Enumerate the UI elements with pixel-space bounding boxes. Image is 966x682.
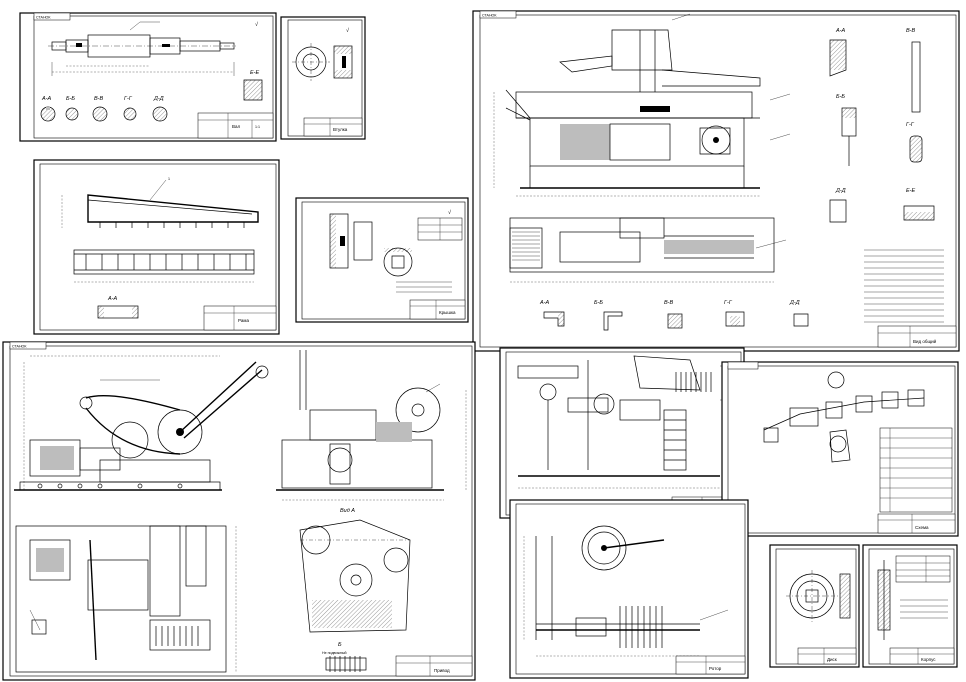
title-rotor: Ротор	[709, 666, 722, 671]
drive-side-elevation	[276, 350, 467, 501]
title-frame: Рама	[238, 318, 249, 323]
title-housing: Корпус	[921, 657, 936, 662]
gear-teeth	[329, 656, 361, 672]
drive-plan-gears	[155, 626, 199, 646]
section-dd: Д-Д	[152, 96, 168, 122]
scheme-legend-table	[879, 427, 953, 513]
svg-text:В-В: В-В	[664, 300, 674, 306]
sheet-disk: Диск	[769, 544, 860, 668]
sheet-stamp-shaft: СТАНОК	[36, 16, 51, 20]
sheet-drive: СТАНОК	[2, 341, 476, 681]
svg-text:Б-Б: Б-Б	[66, 96, 75, 102]
sheet-cutter: Механизм	[499, 347, 745, 519]
title-block-scheme: Схема	[877, 513, 956, 534]
frame-studs-top	[99, 222, 245, 228]
roughness-mark: √	[255, 21, 259, 28]
svg-text:Б-Б: Б-Б	[836, 94, 845, 100]
svg-text:Б: Б	[338, 642, 342, 648]
svg-text:Е-Е: Е-Е	[906, 188, 916, 194]
title-scheme: Схема	[915, 525, 929, 530]
drive-detail-gear: Б Не подвижный	[322, 642, 367, 672]
title-block-drive: Привод	[395, 655, 473, 677]
drive-view-a: Вид А	[299, 508, 411, 633]
sheet-scheme: Схема	[721, 361, 959, 537]
svg-text:Б-Б: Б-Б	[594, 300, 603, 306]
general-sections: А-А Б-Б В-В Г-Г Д-Д	[539, 300, 809, 331]
rotor-discs	[619, 606, 663, 648]
svg-text:СТАНОК: СТАНОК	[12, 345, 27, 349]
sheet-shaft: СТАНОК √ А-А Б-Б В-В	[19, 12, 277, 142]
sheet-general: СТАНОК	[472, 10, 960, 352]
title-shaft: Вал	[232, 124, 241, 129]
sheet-bushing: √ Втулка	[280, 16, 366, 140]
section-aa: А-А	[40, 96, 56, 122]
drive-plan	[15, 525, 237, 681]
general-tech-spec	[864, 249, 944, 323]
sheet-frame: 1	[33, 159, 280, 335]
title-block-bushing: Втулка	[303, 117, 363, 137]
svg-text:Г-Г: Г-Г	[906, 122, 915, 128]
title-block-cover: Крышка	[409, 299, 466, 320]
svg-text:Г-Г: Г-Г	[724, 300, 733, 306]
title-block-shaft: Вал 1:1	[197, 112, 274, 139]
cutter-drawing	[517, 355, 740, 489]
svg-text:Д-Д: Д-Д	[835, 188, 846, 194]
svg-text:√: √	[346, 27, 350, 34]
svg-text:Д-Д: Д-Д	[789, 300, 800, 306]
sheet-cover: √ Крышка	[295, 197, 469, 323]
view-a-label: Вид А	[340, 508, 355, 514]
svg-text:√: √	[448, 209, 452, 216]
drive-bolts	[37, 483, 183, 489]
title-drive: Привод	[434, 668, 450, 673]
svg-text:А-А: А-А	[835, 28, 846, 34]
section-bb: Б-Б	[65, 96, 79, 121]
plan-roller-lines	[512, 231, 540, 261]
svg-text:В-В: В-В	[906, 28, 916, 34]
scheme-line	[763, 371, 925, 463]
title-block-frame: Рама	[203, 305, 277, 331]
general-details-right: А-А В-В Б-Б Г-Г Д-Д Е-Е	[829, 28, 935, 223]
note-not-movable: Не подвижный	[322, 651, 346, 655]
general-plan	[509, 217, 787, 283]
cover-spec-table	[417, 217, 463, 241]
title-block-rotor: Ротор	[675, 655, 746, 675]
drive-elevation	[14, 355, 269, 491]
title-cover: Крышка	[439, 310, 456, 315]
svg-text:1: 1	[168, 177, 170, 181]
housing-spec-table	[895, 555, 951, 583]
scale-shaft: 1:1	[255, 125, 260, 129]
sheet-rotor: Ротор	[509, 499, 749, 679]
svg-text:А-А: А-А	[107, 296, 118, 302]
svg-text:Г-Г: Г-Г	[124, 96, 133, 102]
svg-text:В-В: В-В	[94, 96, 104, 102]
title-disk: Диск	[827, 657, 837, 662]
sheet-housing: Корпус	[862, 544, 958, 668]
svg-text:Д-Д: Д-Д	[153, 96, 164, 102]
section-gg: Г-Г	[123, 96, 137, 121]
svg-text:Е-Е: Е-Е	[250, 70, 260, 76]
cutter-blades	[664, 419, 686, 461]
svg-text:СТАНОК: СТАНОК	[482, 14, 497, 18]
title-block-general: Вид общий	[877, 325, 957, 348]
svg-text:А-А: А-А	[41, 96, 52, 102]
frame-ladder-rungs	[85, 254, 247, 270]
section-detail-right: Е-Е	[243, 70, 263, 101]
title-block-housing: Корпус	[889, 647, 955, 665]
section-vv: В-В	[92, 96, 108, 122]
title-block-disk: Диск	[797, 647, 857, 665]
cutter-spring	[675, 372, 712, 392]
title-general: Вид общий	[913, 338, 937, 344]
general-elevation	[493, 13, 791, 197]
svg-text:А-А: А-А	[539, 300, 550, 306]
rotor-drawing	[523, 525, 729, 657]
title-bushing: Втулка	[333, 127, 348, 132]
